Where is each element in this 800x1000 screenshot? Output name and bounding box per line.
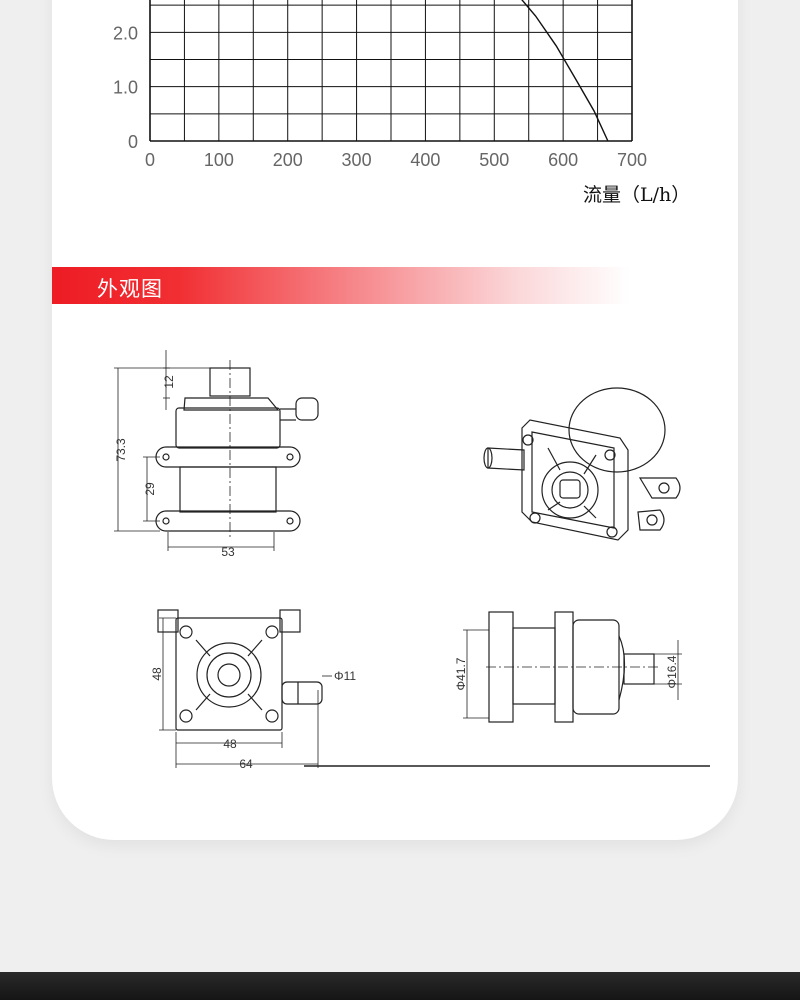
bottom-view (157, 609, 323, 731)
dim-bottom-total: 64 (239, 757, 253, 771)
side-dimensions (463, 629, 682, 719)
dim-front-mount: 29 (143, 482, 157, 496)
section-title: 外观图 (97, 277, 163, 301)
chart-grid (149, 0, 633, 142)
y-tick-labels: 01.02.03.0 (113, 23, 138, 152)
dim-front-top: 12 (162, 375, 176, 389)
section-banner: 外观图 (52, 267, 630, 304)
x-tick-label: 0 (145, 150, 155, 170)
x-tick-label: 600 (548, 150, 578, 170)
y-tick-label: 0 (128, 132, 138, 152)
content-card (52, 0, 738, 840)
x-tick-label: 700 (617, 150, 647, 170)
dim-side-diameter: Φ41.7 (454, 657, 468, 690)
front-view (155, 360, 319, 540)
x-tick-label: 400 (410, 150, 440, 170)
dim-bottom-outlet: Φ11 (334, 669, 356, 683)
dim-bottom-width: 48 (223, 737, 237, 751)
side-view (486, 611, 660, 723)
x-tick-label: 300 (342, 150, 372, 170)
dim-side-outlet: Φ16.4 (665, 655, 679, 688)
footer-bar (0, 972, 800, 1000)
outline-drawings: 12 73.3 29 53 48 48 64 Φ11 Φ41.7 Φ16.4 (114, 350, 710, 771)
dim-front-height: 73.3 (114, 438, 128, 462)
x-tick-labels: 0 100 200 300 400 500 600 700 (145, 150, 647, 170)
bottom-dimensions (159, 617, 710, 768)
x-tick-label: 100 (204, 150, 234, 170)
y-tick-label: 1.0 (113, 78, 138, 98)
front-dimensions (114, 350, 275, 551)
dim-bottom-height: 48 (150, 667, 164, 681)
dim-front-width: 53 (221, 545, 235, 559)
x-axis-title: 流量（L/h） (583, 184, 691, 206)
y-tick-label: 2.0 (113, 23, 138, 43)
x-tick-label: 500 (479, 150, 509, 170)
x-tick-label: 200 (273, 150, 303, 170)
perspective-view (483, 387, 681, 541)
series-line (521, 0, 609, 142)
